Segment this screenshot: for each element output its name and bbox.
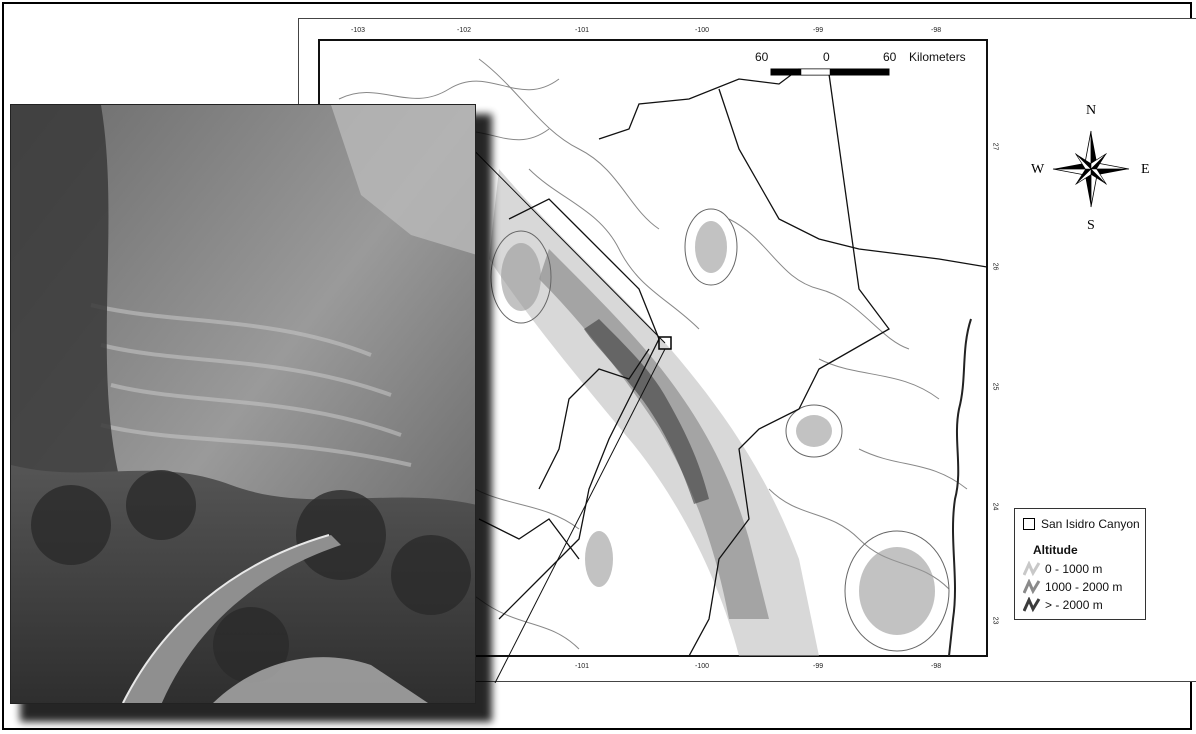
compass-w: W (1031, 162, 1045, 177)
contour-swatch-mid (1023, 579, 1041, 595)
lon-tick-bottom: -98 (931, 663, 942, 670)
lat-tick: 23 (991, 616, 999, 625)
compass-s: S (1087, 218, 1095, 233)
study-area-swatch (1023, 518, 1035, 530)
contour-swatch-high (1023, 597, 1041, 613)
scale-label-right: 60 (883, 50, 897, 64)
scale-label-left: 60 (755, 50, 769, 64)
lon-tick-top: -102 (457, 27, 472, 34)
legend-class-label: 1000 - 2000 m (1045, 580, 1123, 594)
north-arrow (1052, 130, 1130, 208)
map-legend: San Isidro Canyon Altitude 0 - 1000 m 10… (1014, 508, 1146, 620)
scale-bar (770, 68, 890, 76)
lon-tick-bottom: -101 (575, 663, 590, 670)
scale-label-unit: Kilometers (909, 50, 966, 64)
lat-tick: 27 (991, 142, 999, 151)
lon-tick-top: -99 (813, 27, 824, 34)
lat-tick: 24 (991, 502, 999, 511)
legend-study-area: San Isidro Canyon (1023, 517, 1140, 531)
legend-study-area-label: San Isidro Canyon (1041, 517, 1140, 531)
lat-tick: 26 (991, 262, 999, 271)
inset-line-bottom (494, 348, 666, 683)
compass-e: E (1141, 162, 1150, 177)
lat-tick: 25 (991, 382, 999, 391)
lon-tick-top: -101 (575, 27, 590, 34)
legend-class: > - 2000 m (1023, 597, 1103, 613)
contour-layer (328, 58, 987, 656)
canyon-photo (10, 104, 476, 704)
canyon-photo-image (11, 105, 475, 703)
lon-tick-bottom: -100 (695, 663, 710, 670)
lon-tick-top: -103 (351, 27, 366, 34)
lon-tick-top: -100 (695, 27, 710, 34)
legend-class: 1000 - 2000 m (1023, 579, 1122, 595)
legend-title: Altitude (1033, 543, 1078, 557)
legend-class: 0 - 1000 m (1023, 561, 1102, 577)
scale-label-center: 0 (823, 50, 830, 64)
legend-class-label: > - 2000 m (1045, 598, 1103, 612)
lon-tick-bottom: -99 (813, 663, 824, 670)
compass-n: N (1086, 103, 1097, 118)
contour-swatch-low (1023, 561, 1041, 577)
legend-class-label: 0 - 1000 m (1045, 562, 1103, 576)
lon-tick-top: -98 (931, 27, 942, 34)
